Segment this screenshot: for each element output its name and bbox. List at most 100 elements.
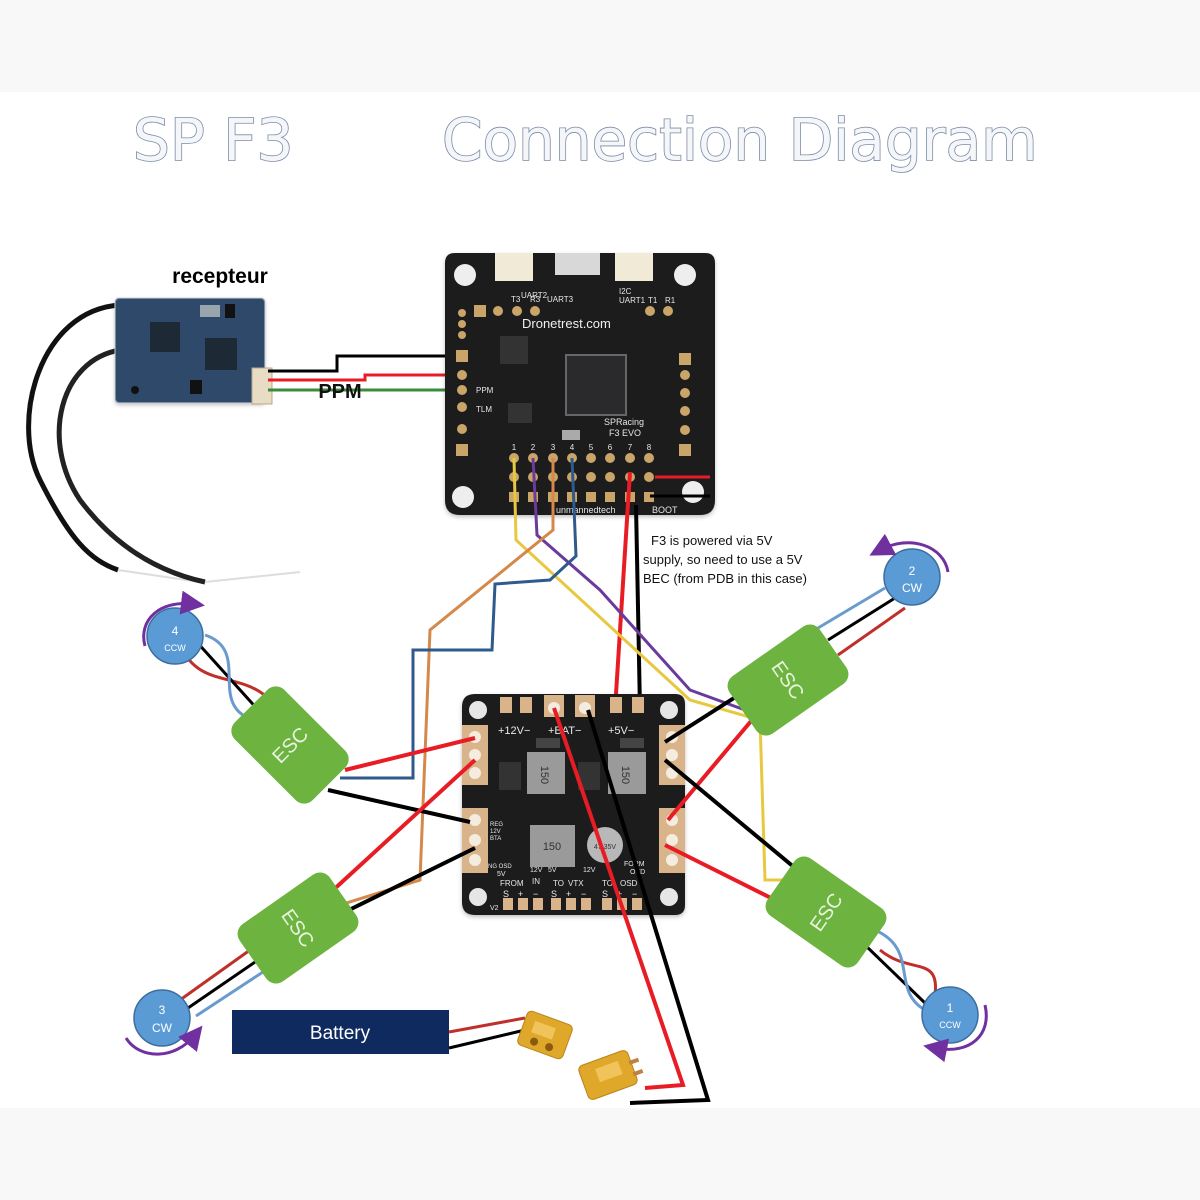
- inductor: [530, 825, 575, 867]
- fc-label-r1: R1: [665, 296, 676, 305]
- motor-pin-6: 6: [608, 443, 613, 452]
- inductor: [608, 752, 646, 794]
- note-line-1: F3 is powered via 5V: [651, 533, 773, 548]
- fc-model: F3 EVO: [609, 428, 641, 438]
- motor-3-number: 3: [159, 1003, 166, 1017]
- pdb-label-12v: 12V: [490, 829, 501, 835]
- rotation-arrow-icon: [923, 1004, 988, 1063]
- motor-3: 3 CW: [124, 989, 203, 1056]
- fc-label-tlm: TLM: [476, 405, 492, 414]
- pdb-pin-n1: −: [533, 889, 538, 899]
- usb-port: [555, 253, 600, 275]
- flight-controller: 1 2 3 4 5 6 7 8 UART2 T3 R3 UART3 I2C UA…: [445, 253, 715, 515]
- motor-4: 4 CCW: [142, 590, 205, 665]
- pdb-pin-p2: +: [566, 889, 571, 899]
- motor-2-number: 2: [909, 564, 916, 578]
- uart-connector: [495, 253, 533, 281]
- mcu-chip: [565, 354, 627, 416]
- motor-pin-4: 4: [570, 443, 575, 452]
- fc-label-i2c: I2C: [619, 287, 632, 296]
- pdb-inductor-3: 150: [543, 841, 561, 853]
- motor-pin-5: 5: [589, 443, 594, 452]
- pdb-pin-s3: S: [602, 889, 608, 899]
- pdb-rail-5v: +5V−: [608, 725, 634, 737]
- pdb-rail-12v: +12V−: [498, 725, 530, 737]
- fc-watermark: Dronetrest.com: [522, 316, 611, 331]
- receiver-antennas: [26, 302, 301, 585]
- pdb-label-5v: 5V: [497, 871, 506, 878]
- motor-4-number: 4: [172, 624, 179, 638]
- motor-pin-1: 1: [512, 443, 517, 452]
- battery-positive-wire: [552, 707, 686, 1090]
- pdb-inductor-2: 150: [619, 766, 631, 784]
- mount-hole: [682, 481, 704, 503]
- motor-1-number: 1: [947, 1001, 954, 1015]
- motor-1: 1 CCW: [921, 986, 988, 1063]
- power-distribution-board: +12V− +BAT− +5V− 150 150 150 47 35V REG …: [462, 694, 685, 915]
- motor-pin-2: 2: [531, 443, 536, 452]
- note-line-2: supply, so need to use a 5V: [643, 552, 803, 567]
- battery-label: Battery: [310, 1023, 371, 1044]
- fc-maker: unmannedtech: [556, 505, 616, 515]
- xt60-male-connector: [578, 1050, 644, 1100]
- power-note: F3 is powered via 5V supply, so need to …: [643, 533, 807, 586]
- esc-4: ESC: [231, 686, 349, 804]
- pdb-pin-s2: S: [551, 889, 557, 899]
- note-line-3: BEC (from PDB in this case): [643, 571, 807, 586]
- receiver-label: recepteur: [172, 265, 268, 288]
- battery-negative-wire: [586, 709, 711, 1105]
- pdb-volt-2: 5V: [548, 867, 557, 874]
- mount-hole: [452, 486, 474, 508]
- motor-pin-8: 8: [647, 443, 652, 452]
- fc-brand: SPRacing: [604, 417, 644, 427]
- bec-5v-wire: [613, 471, 632, 711]
- motor-1-direction: CCW: [939, 1020, 961, 1030]
- pdb-label-reg: REG: [490, 822, 503, 828]
- pdb-pin-s1: S: [503, 889, 509, 899]
- fc-label-uart2: UART2: [521, 291, 548, 300]
- motor-3-direction: CW: [152, 1021, 173, 1035]
- rotation-arrow-icon: [124, 1025, 203, 1056]
- motor-2-direction: CW: [902, 581, 923, 595]
- pdb-label-bta: BTA: [490, 836, 501, 842]
- inductor: [527, 752, 565, 794]
- esc-1: ESC: [765, 856, 887, 968]
- signal-wire-m2: [531, 457, 746, 712]
- pdb-pin-p1: +: [518, 889, 523, 899]
- pdb-pin-n2: −: [581, 889, 586, 899]
- fc-label-ppm: PPM: [476, 386, 494, 395]
- motor-2: 2 CW: [869, 533, 950, 606]
- pdb-label-in: IN: [532, 877, 540, 886]
- fc-label-r3: R3: [530, 295, 541, 304]
- motor-4-direction: CCW: [164, 643, 186, 653]
- title-subtitle: Connection Diagram: [442, 106, 1038, 174]
- gyro-chip: [500, 336, 528, 364]
- title-board: SP F3: [133, 106, 294, 174]
- signal-wire-m1: [512, 457, 790, 882]
- mount-hole: [674, 264, 696, 286]
- pdb-label-vtx: VTX: [568, 879, 584, 888]
- pdb-volt-1: 12V: [530, 867, 543, 874]
- pdb-volt-3: 12V: [583, 867, 596, 874]
- pdb-label-osd: OSD: [620, 879, 638, 888]
- ppm-wires: [268, 354, 460, 392]
- bec-gnd-wire: [634, 504, 642, 711]
- battery: Battery: [232, 1010, 449, 1054]
- battery-black-lead: [448, 1028, 526, 1050]
- esc-power-wires: [327, 673, 797, 914]
- fc-label-t1: T1: [648, 296, 658, 305]
- signal-wire-m4: [340, 457, 578, 780]
- pdb-inductor-1: 150: [538, 766, 550, 784]
- receiver-board: [114, 297, 273, 405]
- esc-2: ESC: [727, 624, 849, 736]
- pdb-label-from: FROM: [500, 879, 524, 888]
- pdb-label-ng-osd: NG OSD: [488, 864, 512, 870]
- fc-label-uart1: UART1: [619, 296, 646, 305]
- pdb-version: V2: [490, 905, 499, 912]
- ppm-label: PPM: [318, 381, 361, 403]
- pdb-label-to-2: TO: [602, 879, 613, 888]
- i2c-connector: [615, 253, 653, 281]
- esc-3: ESC: [237, 872, 359, 984]
- fc-boot-label: BOOT: [652, 505, 678, 515]
